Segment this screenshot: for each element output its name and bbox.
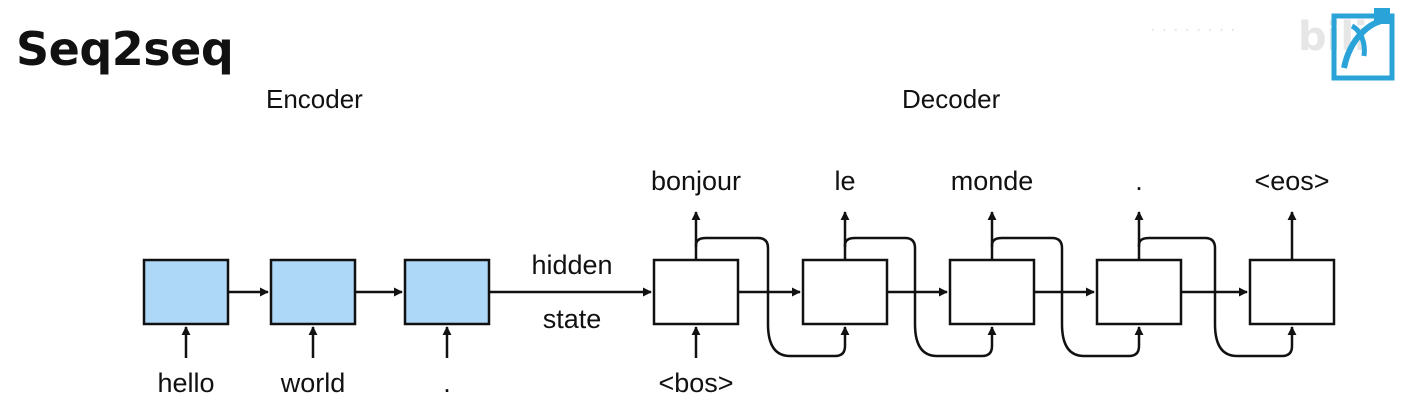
decoder-output-monde: monde xyxy=(951,166,1034,196)
feedback-loop-1 xyxy=(694,236,850,358)
decoder-cell-2 xyxy=(801,258,889,326)
encoder-input-hello: hello xyxy=(157,368,214,398)
hidden-state-label-1: hidden xyxy=(531,250,612,280)
feedback-loop-3 xyxy=(990,236,1144,358)
page-title: Seq2seq xyxy=(16,22,234,76)
hidden-state-label-2: state xyxy=(543,304,602,334)
encoder-cell-3 xyxy=(403,258,491,326)
decoder-cell-1 xyxy=(652,258,740,326)
decoder-cell-4 xyxy=(1095,258,1183,326)
feedback-loop-2 xyxy=(843,236,997,358)
encoder-label: Encoder xyxy=(266,84,363,114)
decoder-output-period: . xyxy=(1135,166,1143,196)
encoder-input-period: . xyxy=(443,368,451,398)
decoder-cell-5 xyxy=(1248,258,1336,326)
decoder-output-bonjour: bonjour xyxy=(651,166,741,196)
decoder-label: Decoder xyxy=(902,84,1001,114)
bilibili-logo-icon xyxy=(1331,8,1395,81)
encoder-input-world: world xyxy=(280,368,346,398)
decoder-cell-3 xyxy=(948,258,1036,326)
watermark-text: · · · · · · · · xyxy=(1150,20,1236,41)
encoder-cell-1 xyxy=(142,258,230,326)
encoder-cell-2 xyxy=(269,258,357,326)
feedback-loop-4 xyxy=(1137,236,1297,358)
decoder-input-bos: <bos> xyxy=(658,368,733,398)
decoder-output-le: le xyxy=(834,166,855,196)
decoder-output-eos: <eos> xyxy=(1254,166,1329,196)
